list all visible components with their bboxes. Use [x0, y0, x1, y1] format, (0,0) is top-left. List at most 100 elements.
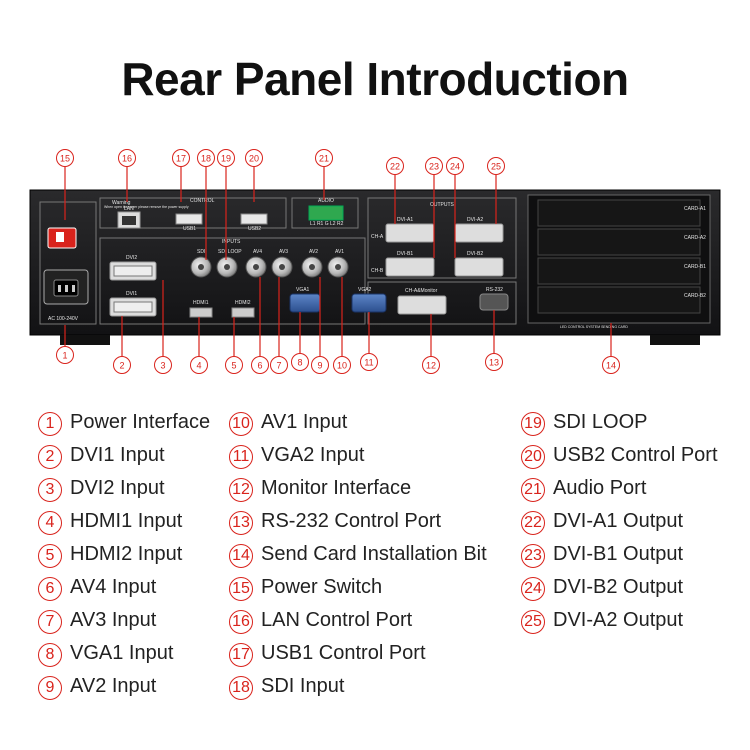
callout-number: 14: [606, 361, 616, 371]
legend-number: 13: [229, 511, 253, 535]
legend-number: 3: [38, 478, 62, 502]
callout-circle: [333, 356, 351, 374]
callout-number: 11: [364, 358, 373, 368]
legend-label: DVI2 Input: [70, 477, 165, 499]
callout-number: 9: [317, 361, 322, 371]
legend-label: DVI1 Input: [70, 444, 165, 466]
device-label: AC 100-240V: [48, 316, 79, 322]
device-label: USB2: [248, 226, 261, 232]
callout-number: 19: [221, 154, 231, 164]
legend-label: USB2 Control Port: [553, 444, 718, 466]
legend-number: 23: [521, 544, 545, 568]
monitor-port: [397, 295, 447, 315]
callout-circle: [311, 356, 329, 374]
legend-number: 6: [38, 577, 62, 601]
legend-label: DVI-B2 Output: [553, 576, 684, 598]
device-label: When open the cover please remove the po…: [104, 205, 189, 209]
legend-number: 9: [38, 676, 62, 700]
callout-circle: [425, 157, 443, 175]
audio-port: [308, 205, 344, 221]
legend-number: 25: [521, 610, 545, 634]
legend-number: 18: [229, 676, 253, 700]
device-label: AV1: [335, 249, 344, 255]
callout-circle: [485, 353, 503, 371]
device-label: HDMI2: [235, 300, 251, 306]
legend-number: 14: [229, 544, 253, 568]
legend-number: 22: [521, 511, 545, 535]
callout-number: 8: [297, 358, 302, 368]
legend-label: Audio Port: [553, 477, 647, 499]
legend-number: 15: [229, 577, 253, 601]
legend-number: 1: [38, 412, 62, 436]
device-label: DVI-B2: [467, 251, 483, 257]
callout-circle: [154, 356, 172, 374]
device-label: VGA1: [296, 287, 310, 293]
legend-label: DVI-B1 Output: [553, 543, 684, 565]
device-label: CH-B: [371, 268, 384, 274]
legend-label: HDMI1 Input: [70, 510, 183, 532]
callout-number: 25: [491, 162, 501, 172]
callout-number: 5: [231, 361, 236, 371]
bnc-connectors: [190, 256, 349, 278]
legend-number: 20: [521, 445, 545, 469]
callout-number: 18: [201, 154, 211, 164]
callout-circle: [190, 356, 208, 374]
legend-number: 19: [521, 412, 545, 436]
callout-circle: [270, 356, 288, 374]
legend-label: AV1 Input: [261, 411, 348, 433]
usb1-port: [175, 213, 203, 225]
rs232-port: [479, 293, 509, 311]
callout-number: 16: [122, 154, 132, 164]
device-label: INPUTS: [222, 239, 241, 245]
callout-number: 12: [426, 361, 436, 371]
dvi-a1-port: [385, 223, 435, 243]
callout-number: 1: [62, 351, 67, 361]
legend-label: Monitor Interface: [261, 477, 412, 499]
legend-number: 16: [229, 610, 253, 634]
callout-circle: [217, 149, 235, 167]
callout-circle: [118, 149, 136, 167]
device-label: CARD-B2: [684, 293, 706, 299]
vga1-port: [289, 293, 321, 313]
device-label: SDI LOOP: [218, 249, 242, 255]
hdmi2-port: [231, 307, 255, 318]
device-label: CARD-A1: [684, 206, 706, 212]
callout-circle: [386, 157, 404, 175]
callout-number: 2: [119, 361, 124, 371]
legend-label: VGA2 Input: [261, 444, 365, 466]
callout-number: 24: [450, 162, 460, 172]
callout-circle: [487, 157, 505, 175]
callout-circle: [251, 356, 269, 374]
callout-number: 4: [196, 361, 201, 371]
usb2-port: [240, 213, 268, 225]
callout-circle: [602, 356, 620, 374]
callout-circle: [172, 149, 190, 167]
legend-label: LAN Control Port: [261, 609, 413, 631]
device-label: CARD-A2: [684, 235, 706, 241]
callout-number: 6: [257, 361, 262, 371]
device-label: RS-232: [486, 287, 503, 293]
device-label: SDI: [197, 249, 205, 255]
callout-circle: [245, 149, 263, 167]
device-label: USB1: [183, 226, 196, 232]
legend-number: 11: [229, 445, 253, 469]
card-slots: [537, 199, 701, 314]
legend-label: SDI LOOP: [553, 411, 648, 433]
power-module: [43, 227, 89, 305]
callout-circle: [291, 353, 309, 371]
device-label: DVI1: [126, 291, 137, 297]
device-label: LED CONTROL SYSTEM SENDING CARD: [560, 325, 628, 329]
callout-circle: [225, 356, 243, 374]
legend-label: VGA1 Input: [70, 642, 174, 664]
legend-label: Power Switch: [261, 576, 383, 598]
legend-label: DVI-A1 Output: [553, 510, 684, 532]
device-label: DVI-B1: [397, 251, 413, 257]
page-title: Rear Panel Introduction: [121, 53, 629, 105]
device-label: L1 R1 G L2 R2: [310, 221, 344, 227]
callout-number: 22: [390, 162, 400, 172]
device-label: HDMI1: [193, 300, 209, 306]
device-label: AUDIO: [318, 198, 334, 204]
legend-number: 24: [521, 577, 545, 601]
callout-number: 10: [337, 361, 347, 371]
